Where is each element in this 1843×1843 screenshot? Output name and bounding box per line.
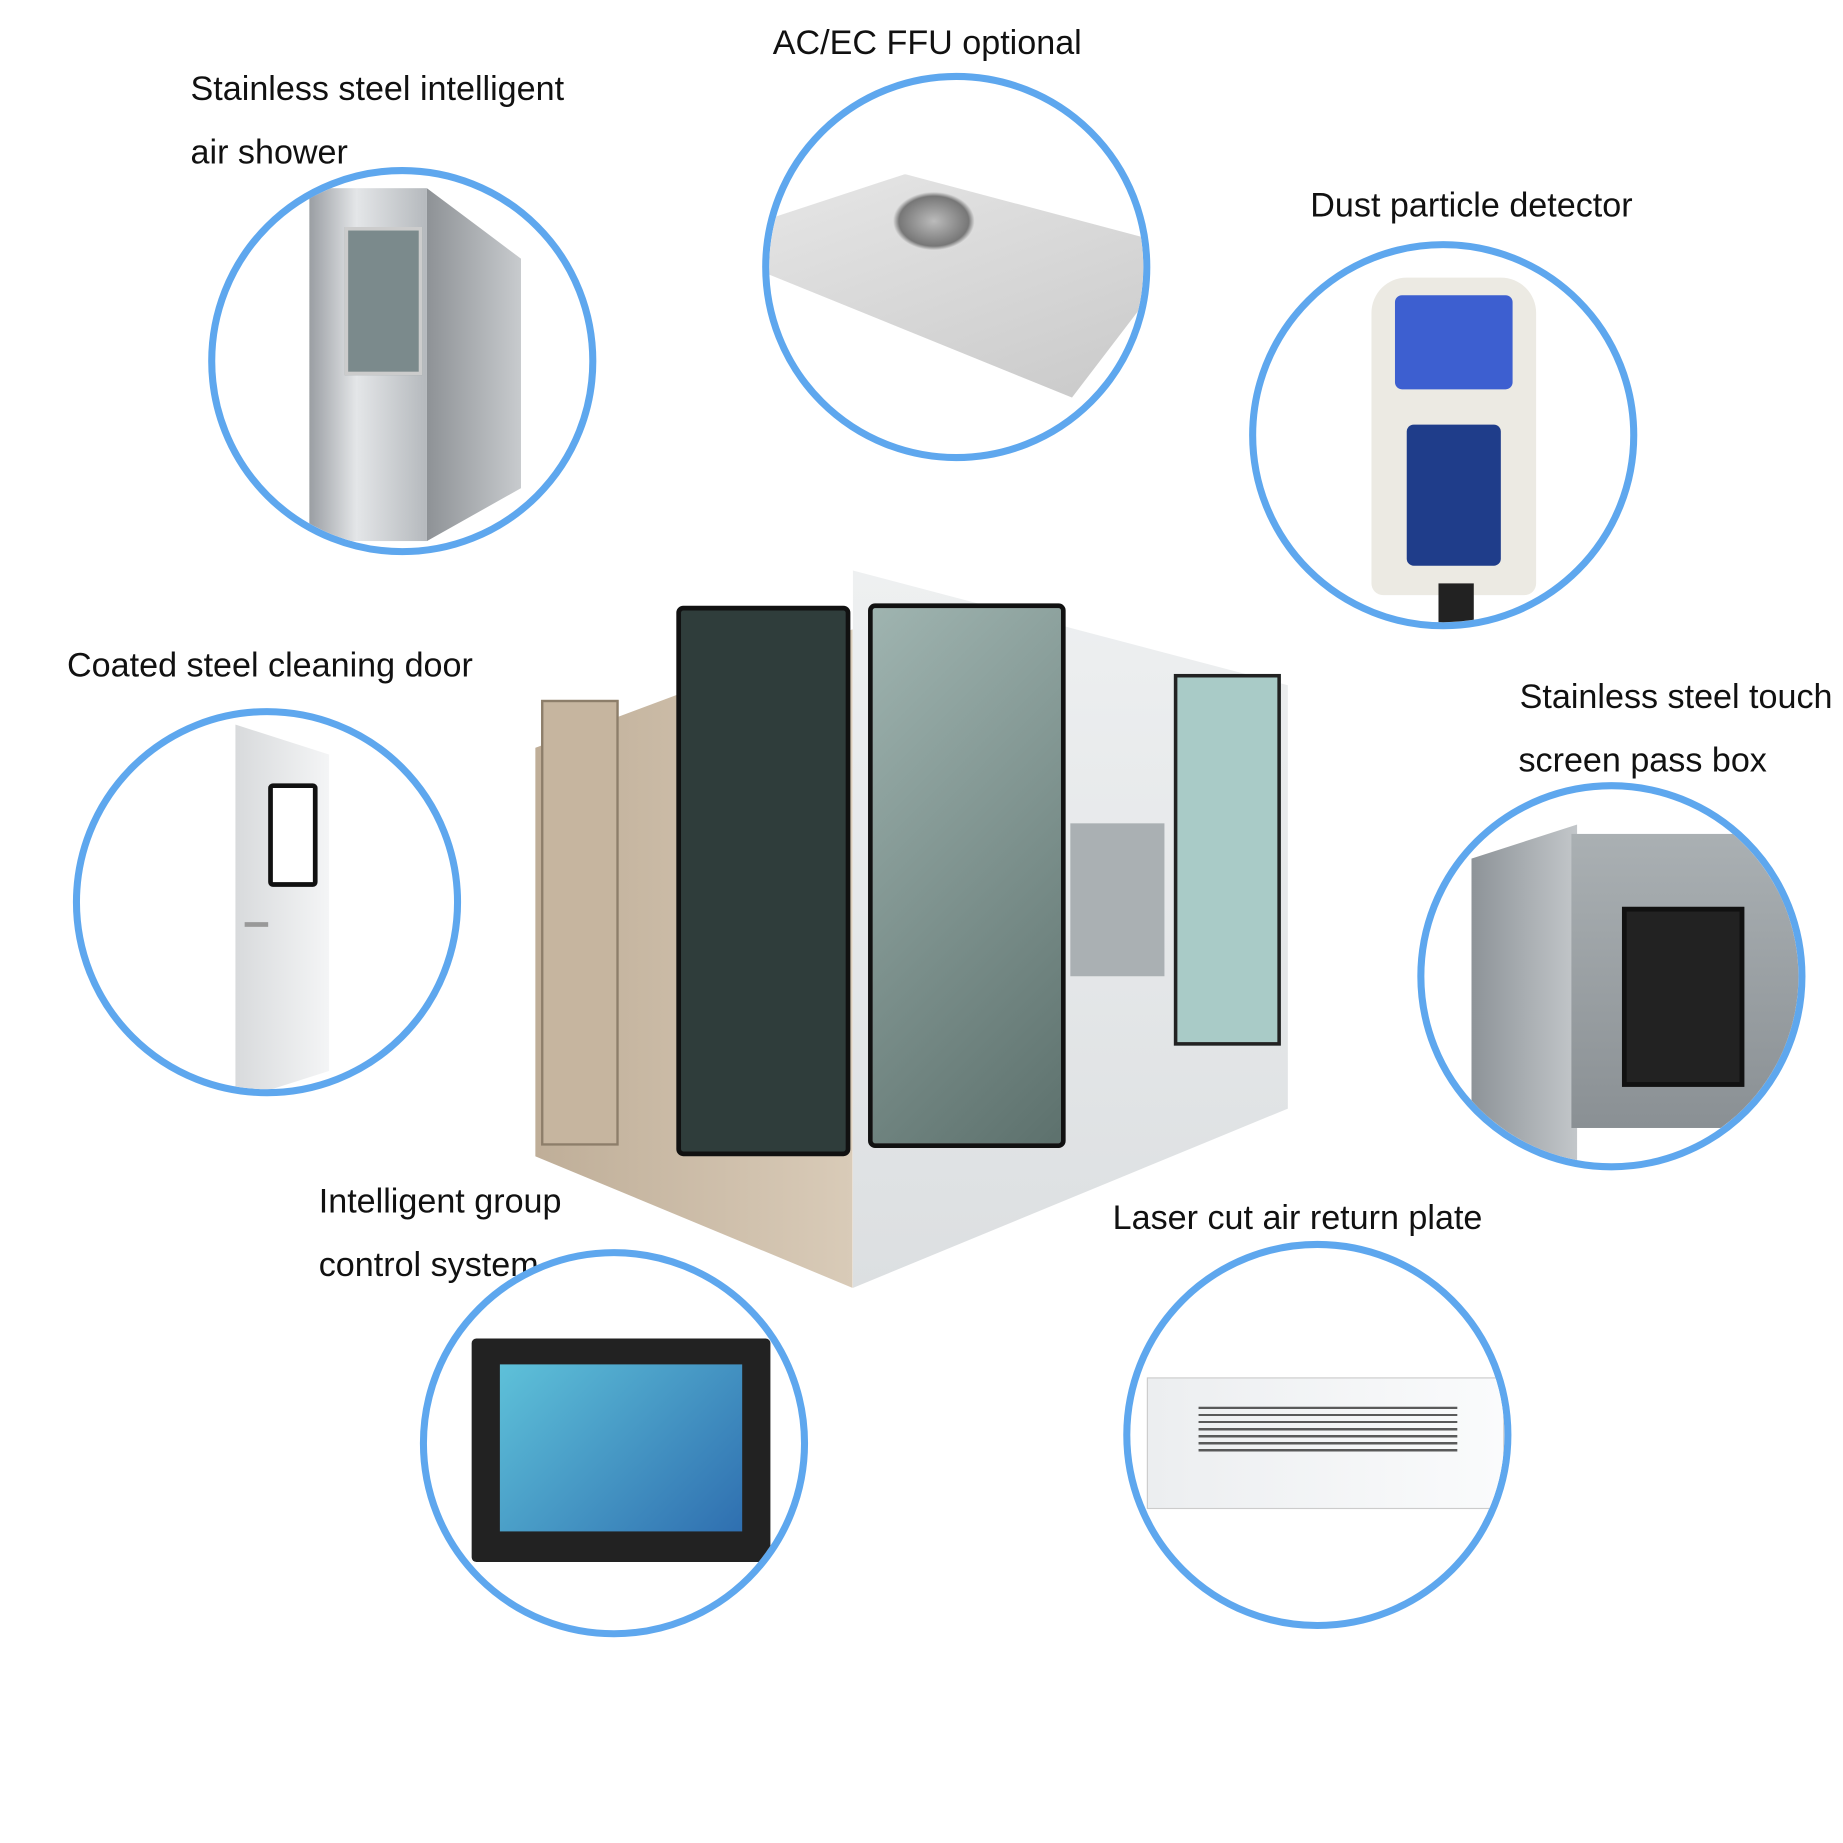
detector-screen	[1394, 295, 1513, 390]
air-shower-window	[344, 227, 423, 376]
door-window	[268, 783, 318, 887]
return-plate-image	[1123, 1240, 1512, 1630]
air-shower-side	[426, 188, 522, 542]
pass-box-side	[1471, 824, 1578, 1164]
fan-icon	[892, 191, 976, 251]
detector-probe	[1438, 583, 1474, 623]
cleanroom-glass-right	[1173, 673, 1281, 1046]
cleanroom-glass-left	[676, 605, 851, 1157]
cleanroom-pass-box	[1070, 823, 1165, 977]
dust-detector-label: Dust particle detector	[1310, 187, 1633, 225]
cleanroom-image	[535, 570, 1288, 1288]
cleanroom-glass-front	[868, 603, 1066, 1148]
pass-box-window	[1621, 906, 1745, 1087]
door-handle	[244, 922, 269, 927]
air-shower-label-1: Stainless steel intelligent	[190, 70, 565, 109]
air-shower-image	[208, 167, 597, 556]
control-system-label-1: Intelligent group	[318, 1183, 562, 1221]
control-system-label-2: control system	[318, 1246, 539, 1285]
ffu-image	[762, 72, 1151, 462]
dust-detector-image	[1249, 241, 1638, 630]
vent-slots	[1198, 1406, 1458, 1454]
door-label: Coated steel cleaning door	[67, 646, 473, 685]
air-shower-label-2: air shower	[190, 134, 348, 172]
door-image	[72, 708, 462, 1097]
pass-box-label-2: screen pass box	[1518, 742, 1767, 780]
return-plate-label: Laser cut air return plate	[1112, 1199, 1483, 1238]
pass-box-image	[1417, 782, 1806, 1171]
pass-box-label-1: Stainless steel touch	[1519, 678, 1833, 717]
cleanroom-door	[541, 699, 619, 1146]
detector-keypad	[1406, 424, 1501, 566]
control-system-image	[419, 1249, 809, 1638]
door-panel	[235, 724, 330, 1090]
ffu-label: AC/EC FFU optional	[772, 24, 1082, 63]
control-panel-screen	[499, 1364, 743, 1532]
